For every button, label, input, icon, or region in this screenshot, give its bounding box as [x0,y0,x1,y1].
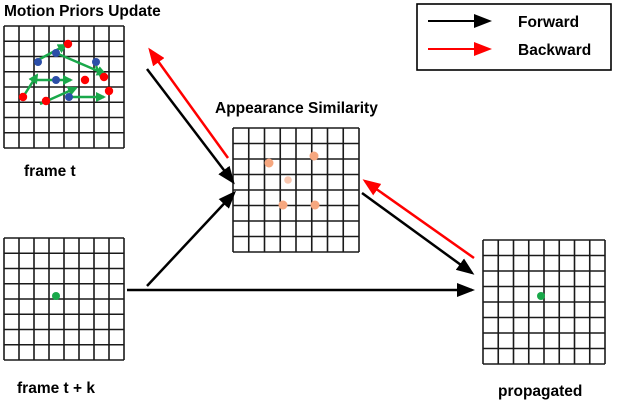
green-flow-arrow [37,43,68,62]
backward-arrow-propagated-to-appearance [362,179,475,260]
green-dot [52,292,60,300]
propagated-grid [482,239,606,365]
appearance-similarity-grid [232,127,360,253]
blue-dot [52,76,60,84]
red-dot [63,39,73,49]
legend-forward-label: Forward [518,14,579,31]
forward-arrow-frame-t-to-appearance [146,68,235,185]
backward-arrow-appearance-to-frame-t [148,47,230,159]
peach-dot [278,200,288,210]
legend-box [416,3,612,71]
red-dot [18,92,28,102]
legend-backward-label: Backward [518,42,591,59]
appearance-similarity-title: Appearance Similarity [215,100,378,117]
red-dot [99,72,109,82]
frame-t-label: frame t [24,163,76,180]
forward-arrow-appearance-to-propagated [361,191,475,275]
legend: Forward Backward [416,3,612,71]
propagated-label: propagated [498,383,582,400]
blue-dot [34,58,42,66]
frame-tk-label: frame t + k [17,380,95,397]
blue-dot [65,93,73,101]
green-dot [537,292,545,300]
motion-priors-title: Motion Priors Update [4,3,161,20]
peach-dot [264,158,274,168]
peach-dot [309,151,319,161]
red-dot [41,96,51,106]
green-flow-arrow [94,65,103,78]
appearance-dots [264,151,320,210]
red-dot [104,86,114,96]
motion-priors [18,39,114,106]
blue-dot [92,58,100,66]
forward-arrow-frame-tk-to-appearance [146,190,237,287]
red-dot [80,75,90,85]
frame-tk-grid [3,237,125,361]
peach-dot [284,176,292,184]
blue-dot [52,49,60,57]
green-flow-arrow [21,73,39,98]
peach-dot [310,200,320,210]
